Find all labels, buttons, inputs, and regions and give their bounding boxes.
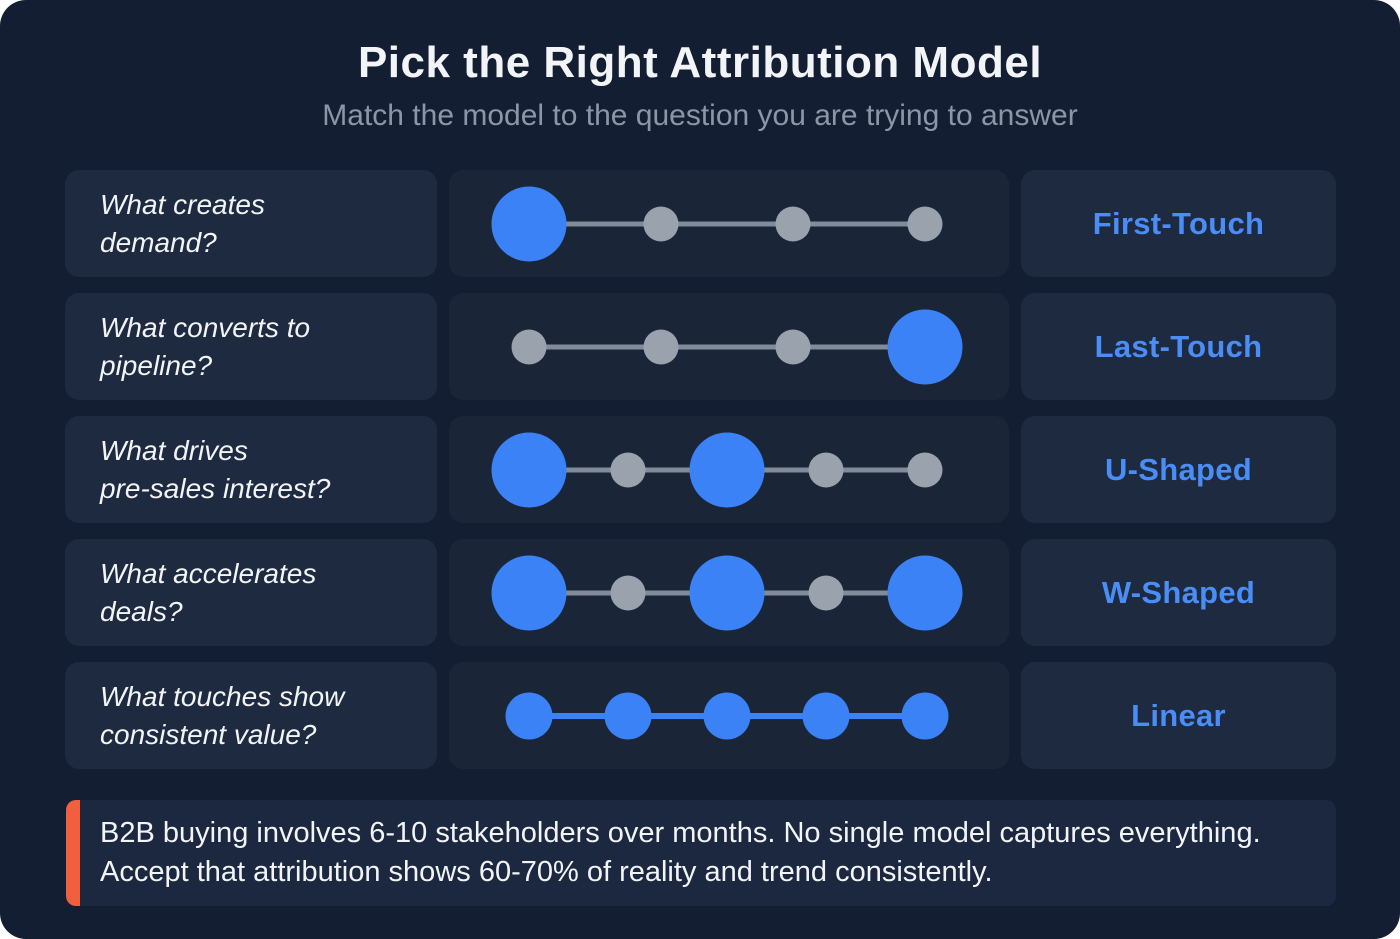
touchpoint-dot — [775, 206, 811, 241]
model-label: First-Touch — [1092, 205, 1265, 241]
page-subtitle: Match the model to the question you are … — [322, 99, 1078, 132]
touchpoint-dot — [907, 206, 943, 241]
touchpoint-dot — [610, 452, 646, 487]
touchpoint-diagram — [449, 662, 1009, 769]
touchpoint-dot — [802, 692, 850, 739]
touchpoint-diagram — [449, 539, 1009, 646]
touchpoint-dot — [643, 206, 679, 241]
touchpoint-dot — [491, 555, 567, 630]
question-text: What touches show consistent value? — [100, 680, 345, 750]
touchpoint-dot — [887, 555, 963, 630]
model-card: Last-Touch — [1021, 293, 1336, 400]
model-label: U-Shaped — [1104, 451, 1253, 487]
touchpoint-dot — [491, 432, 567, 507]
touchpoint-diagram — [449, 293, 1009, 400]
page-title: Pick the Right Attribution Model — [357, 38, 1043, 87]
attribution-row: What drives pre-sales interest? U-Shaped — [65, 416, 1336, 523]
question-card: What drives pre-sales interest? — [65, 416, 437, 523]
touchpoint-dot — [907, 452, 943, 487]
touchpoint-dot — [689, 555, 765, 630]
model-card: W-Shaped — [1021, 539, 1336, 646]
connector-line — [529, 344, 925, 349]
footnote: B2B buying involves 6-10 stakeholders ov… — [66, 800, 1336, 906]
attribution-row: What creates demand? First-Touch — [65, 170, 1336, 277]
question-text: What converts to pipeline? — [100, 311, 311, 381]
touchpoint-dot — [610, 575, 646, 610]
model-label: Last-Touch — [1094, 328, 1263, 364]
touchpoint-diagram — [449, 170, 1009, 277]
touchpoint-dot — [643, 329, 679, 364]
question-text: What drives pre-sales interest? — [100, 434, 331, 504]
model-label: W-Shaped — [1101, 574, 1256, 610]
attribution-rows: What creates demand? First-Touch What co… — [65, 170, 1336, 785]
question-card: What touches show consistent value? — [65, 662, 437, 769]
question-text: What accelerates deals? — [100, 557, 317, 627]
touchpoint-dot — [808, 575, 844, 610]
attribution-row: What accelerates deals? W-Shaped — [65, 539, 1336, 646]
model-card: U-Shaped — [1021, 416, 1336, 523]
touchpoint-dot — [511, 329, 547, 364]
question-card: What accelerates deals? — [65, 539, 437, 646]
touchpoint-dot — [491, 186, 567, 261]
touchpoint-dot — [775, 329, 811, 364]
touchpoint-dot — [808, 452, 844, 487]
footnote-accent-bar — [66, 800, 80, 906]
touchpoint-dot — [604, 692, 652, 739]
question-card: What creates demand? — [65, 170, 437, 277]
attribution-row: What touches show consistent value? Line… — [65, 662, 1336, 769]
question-card: What converts to pipeline? — [65, 293, 437, 400]
touchpoint-dot — [901, 692, 949, 739]
touchpoint-dot — [689, 432, 765, 507]
attribution-row: What converts to pipeline? Last-Touch — [65, 293, 1336, 400]
model-card: First-Touch — [1021, 170, 1336, 277]
header: Pick the Right Attribution Model Match t… — [0, 0, 1400, 136]
connector-line — [529, 221, 925, 226]
touchpoint-dot — [703, 692, 751, 739]
footnote-text: B2B buying involves 6-10 stakeholders ov… — [100, 817, 1261, 888]
model-label: Linear — [1131, 697, 1226, 733]
touchpoint-diagram — [449, 416, 1009, 523]
touchpoint-dot — [505, 692, 553, 739]
model-card: Linear — [1021, 662, 1336, 769]
touchpoint-dot — [887, 309, 963, 384]
question-text: What creates demand? — [100, 188, 265, 258]
